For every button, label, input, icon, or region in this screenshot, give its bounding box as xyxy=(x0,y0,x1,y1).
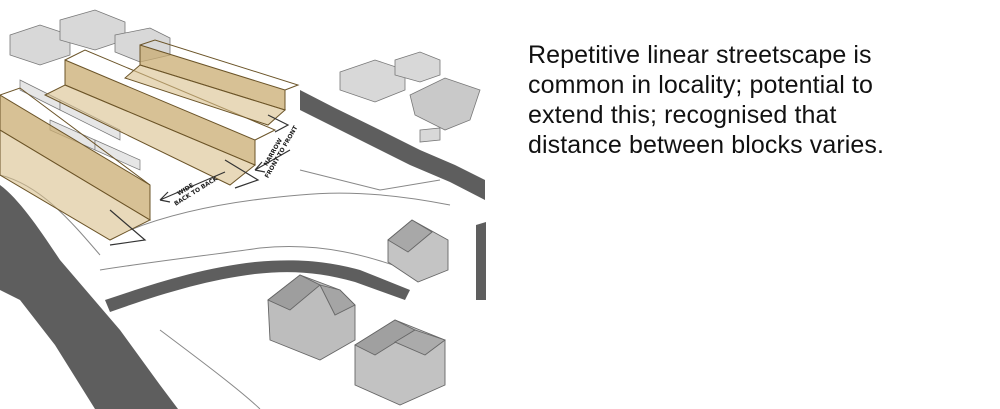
arrow-middle xyxy=(224,159,260,189)
building-large-centre xyxy=(267,274,356,361)
caption: Repetitive linear streetscape is common … xyxy=(528,40,968,160)
caption-line: extend this; recognised that xyxy=(528,101,837,129)
road-left xyxy=(0,185,178,409)
arrow-wide xyxy=(159,171,226,203)
streetscape-sketch: WIDE BACK TO BACK NARROW FRONT TO FRONT xyxy=(0,9,486,409)
caption-line: Repetitive linear streetscape is xyxy=(528,41,872,69)
building-house-right xyxy=(387,219,449,283)
linear-blocks xyxy=(0,39,300,241)
foreground-buildings xyxy=(267,219,449,406)
caption-line: common in locality; potential to xyxy=(528,71,874,99)
background-buildings xyxy=(9,9,481,143)
road-edge-right xyxy=(476,222,486,300)
label-narrow: NARROW FRONT TO FRONT xyxy=(258,120,300,179)
arrow-front xyxy=(109,209,147,246)
caption-line: distance between blocks varies. xyxy=(528,131,885,159)
road-bottom xyxy=(105,260,410,312)
road-right xyxy=(300,90,485,200)
roads xyxy=(0,90,486,409)
extension-arrows xyxy=(109,114,291,246)
block-back xyxy=(124,39,300,126)
arrow-narrow xyxy=(254,149,291,173)
arrow-back xyxy=(267,114,290,133)
building-lower-right xyxy=(354,319,446,406)
